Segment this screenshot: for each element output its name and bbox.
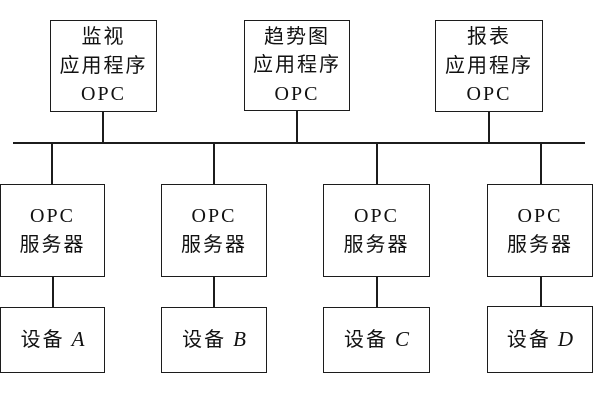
bus-line	[13, 142, 585, 144]
server-box-3: OPC 服务器	[323, 184, 430, 277]
device-box-a: 设备 A	[0, 307, 105, 373]
server-box-4-line1: OPC	[517, 205, 563, 228]
server-box-1-line1: OPC	[30, 205, 75, 228]
server-box-2: OPC 服务器	[161, 184, 267, 277]
server-box-4-line2: 服务器	[507, 233, 573, 256]
device-box-d-letter: D	[557, 326, 574, 351]
server-box-1-line2: 服务器	[19, 233, 86, 256]
connector-server-1-to-device-a	[52, 277, 54, 307]
app-box-trend-line1: 趋势图	[264, 25, 330, 48]
connector-app-trend-to-bus	[296, 111, 298, 142]
connector-bus-to-server-2	[213, 144, 215, 184]
app-box-monitor-line3: OPC	[81, 83, 126, 106]
device-box-b-label: 设备 B	[182, 325, 246, 355]
device-box-c-letter: C	[394, 327, 409, 352]
connector-app-report-to-bus	[488, 112, 490, 142]
connector-server-3-to-device-c	[376, 277, 378, 307]
app-box-trend-line3: OPC	[274, 82, 320, 105]
server-box-2-line1: OPC	[191, 205, 237, 228]
device-box-d: 设备 D	[487, 306, 593, 373]
app-box-report-line2: 应用程序	[445, 54, 533, 77]
app-box-report-line3: OPC	[466, 83, 512, 106]
connector-server-4-to-device-d	[540, 277, 542, 307]
server-box-2-line2: 服务器	[181, 233, 247, 256]
device-box-d-label: 设备 D	[507, 325, 573, 355]
app-box-trend-line2: 应用程序	[253, 54, 341, 77]
device-box-a-prefix: 设备	[20, 329, 65, 352]
device-box-c: 设备 C	[323, 307, 430, 373]
device-box-b-letter: B	[233, 327, 246, 352]
connector-bus-to-server-1	[51, 144, 53, 184]
server-box-3-line2: 服务器	[343, 233, 410, 256]
server-box-4: OPC 服务器	[487, 184, 593, 277]
app-box-monitor-line1: 监视	[81, 26, 126, 49]
app-box-report: 报表 应用程序 OPC	[435, 20, 543, 112]
app-box-monitor: 监视 应用程序 OPC	[50, 20, 157, 112]
device-box-d-prefix: 设备	[506, 328, 551, 351]
server-box-3-line1: OPC	[354, 205, 399, 228]
device-box-c-label: 设备 C	[344, 325, 409, 355]
app-box-monitor-line2: 应用程序	[59, 54, 148, 77]
server-box-1: OPC 服务器	[0, 184, 105, 277]
connector-bus-to-server-4	[540, 144, 542, 184]
connector-app-monitor-to-bus	[102, 112, 104, 142]
device-box-b-prefix: 设备	[182, 329, 227, 352]
device-box-b: 设备 B	[161, 307, 267, 373]
connector-server-2-to-device-b	[213, 277, 215, 307]
device-box-a-letter: A	[71, 327, 85, 352]
app-box-report-line1: 报表	[467, 26, 511, 49]
device-box-a-label: 设备 A	[21, 325, 85, 355]
connector-bus-to-server-3	[376, 144, 378, 184]
device-box-c-prefix: 设备	[343, 329, 388, 352]
app-box-trend: 趋势图 应用程序 OPC	[244, 20, 350, 111]
